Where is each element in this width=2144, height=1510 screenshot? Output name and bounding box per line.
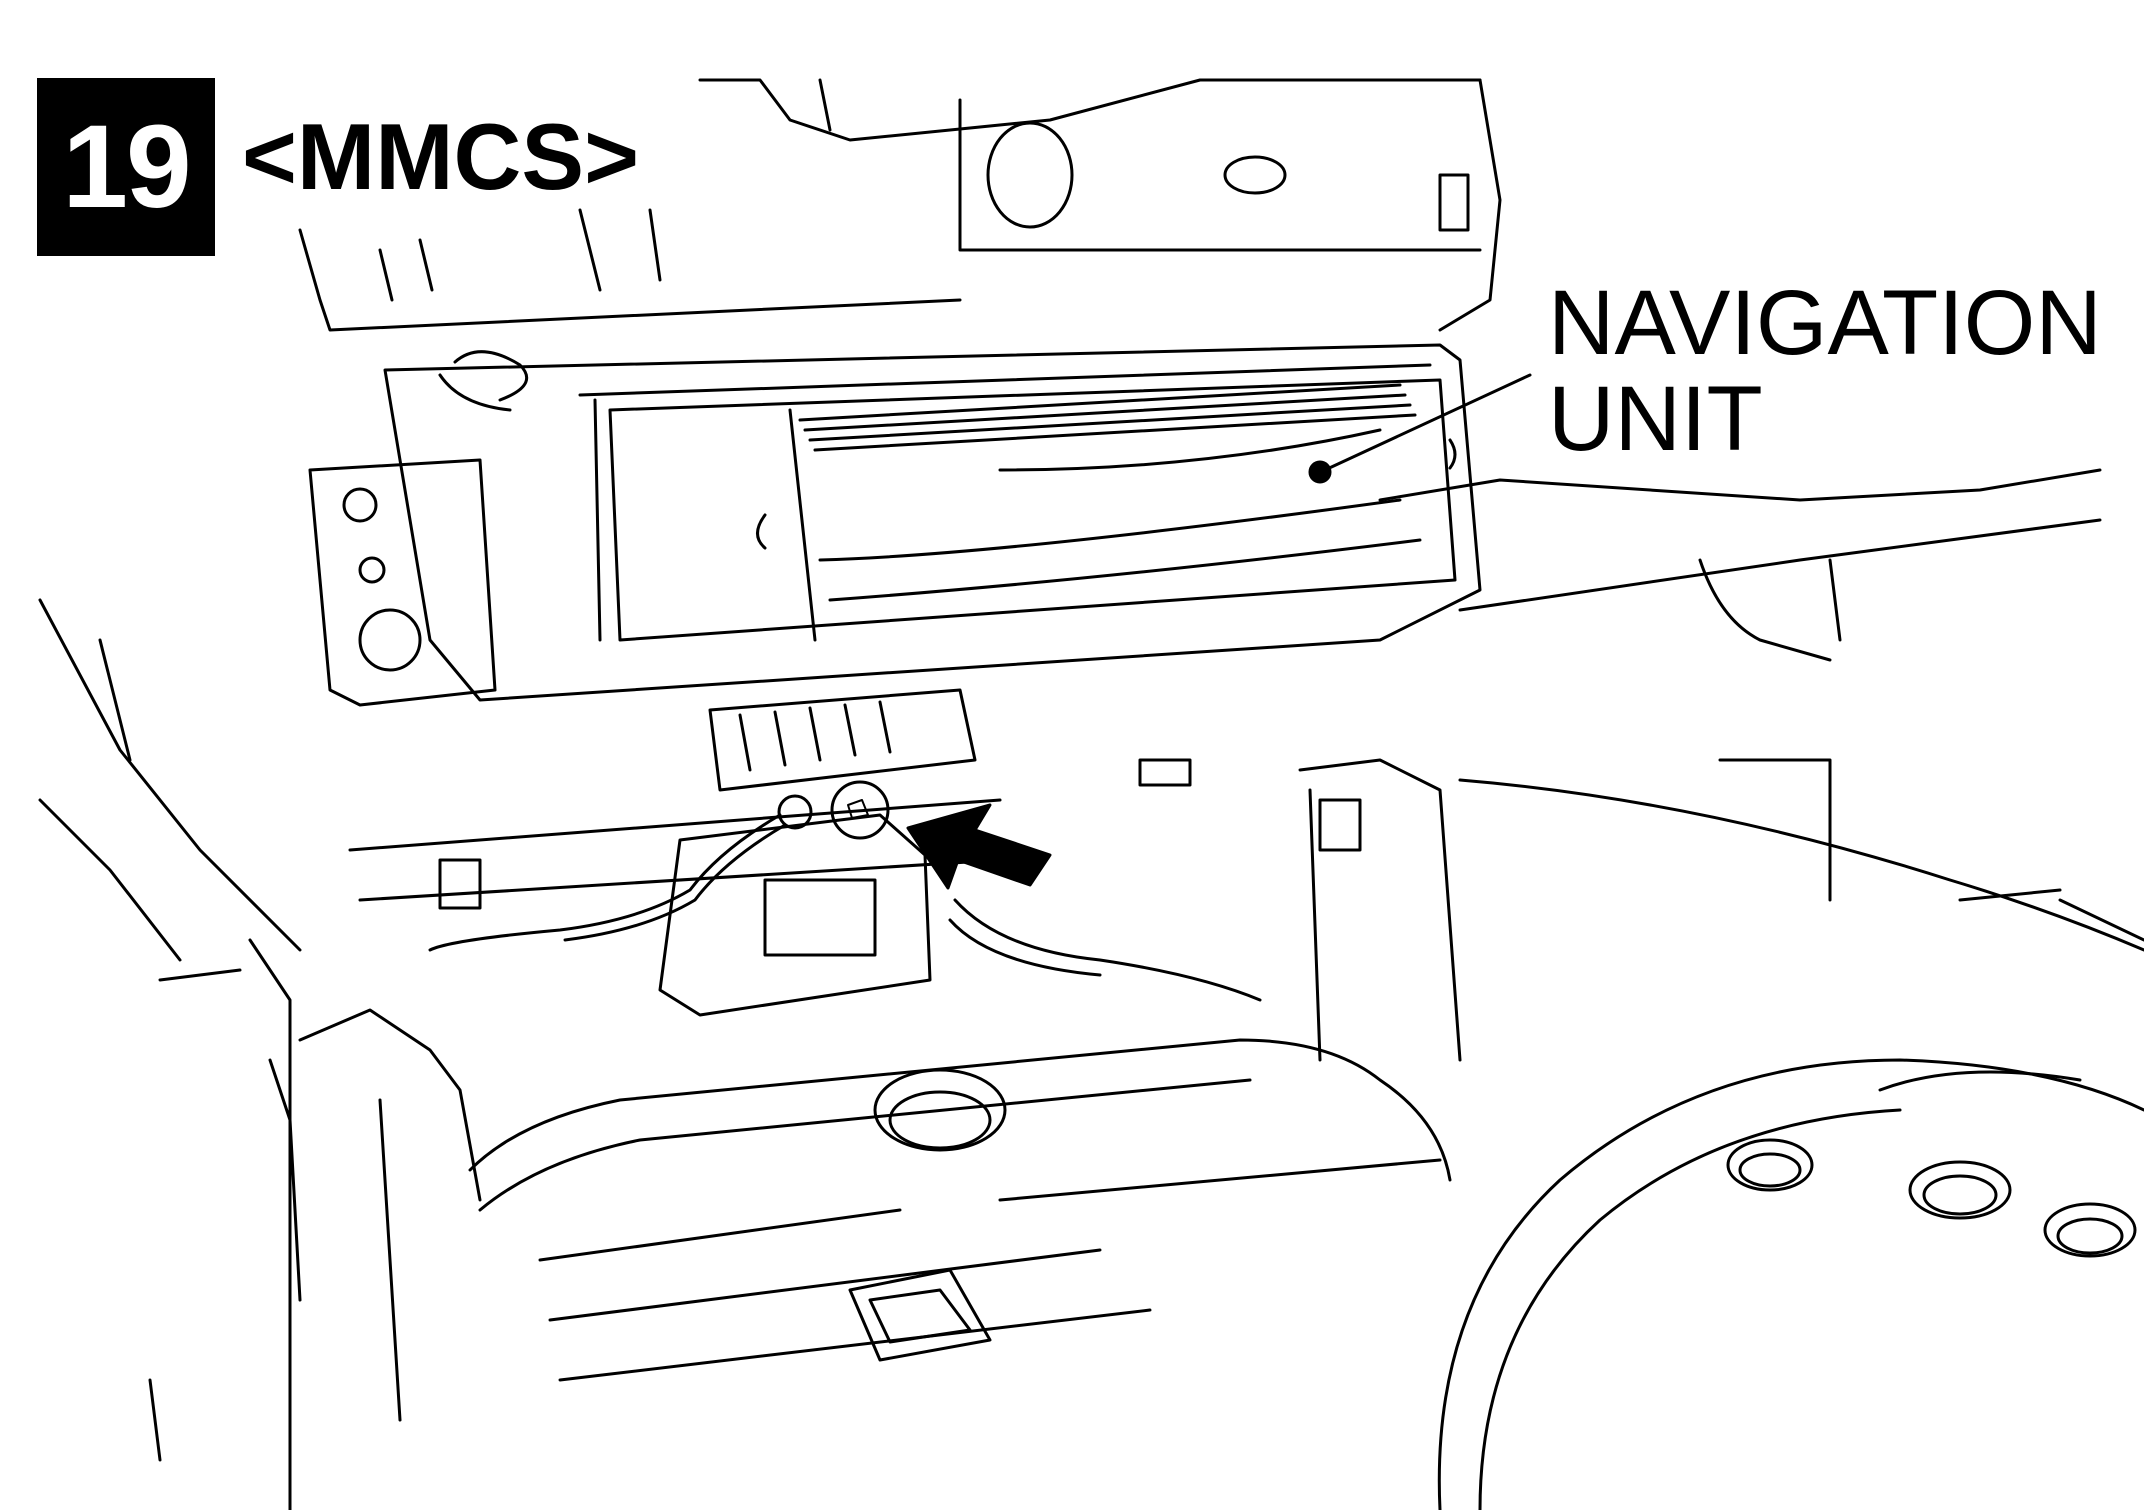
callout-leader — [1308, 373, 1532, 484]
step-number-badge: 19 — [37, 78, 215, 256]
variant-label: <MMCS> — [242, 104, 639, 209]
step-number: 19 — [62, 101, 191, 233]
right-console — [1298, 468, 2144, 1062]
navigation-unit-label: NAVIGATION UNIT — [1548, 275, 2102, 467]
shift-panel — [1437, 1058, 2144, 1510]
lower-bracket — [348, 688, 1192, 1017]
navigation-unit-label-line2: UNIT — [1548, 368, 1763, 470]
ground-wire — [428, 780, 1262, 1002]
navigation-unit-label-line1: NAVIGATION — [1548, 272, 2102, 374]
left-console-side — [38, 598, 482, 1510]
ground-bolt-arrow — [906, 803, 1052, 890]
navigation-unit — [308, 343, 1482, 707]
upper-dash-panel — [298, 78, 1502, 332]
center-tray — [468, 1038, 1452, 1382]
